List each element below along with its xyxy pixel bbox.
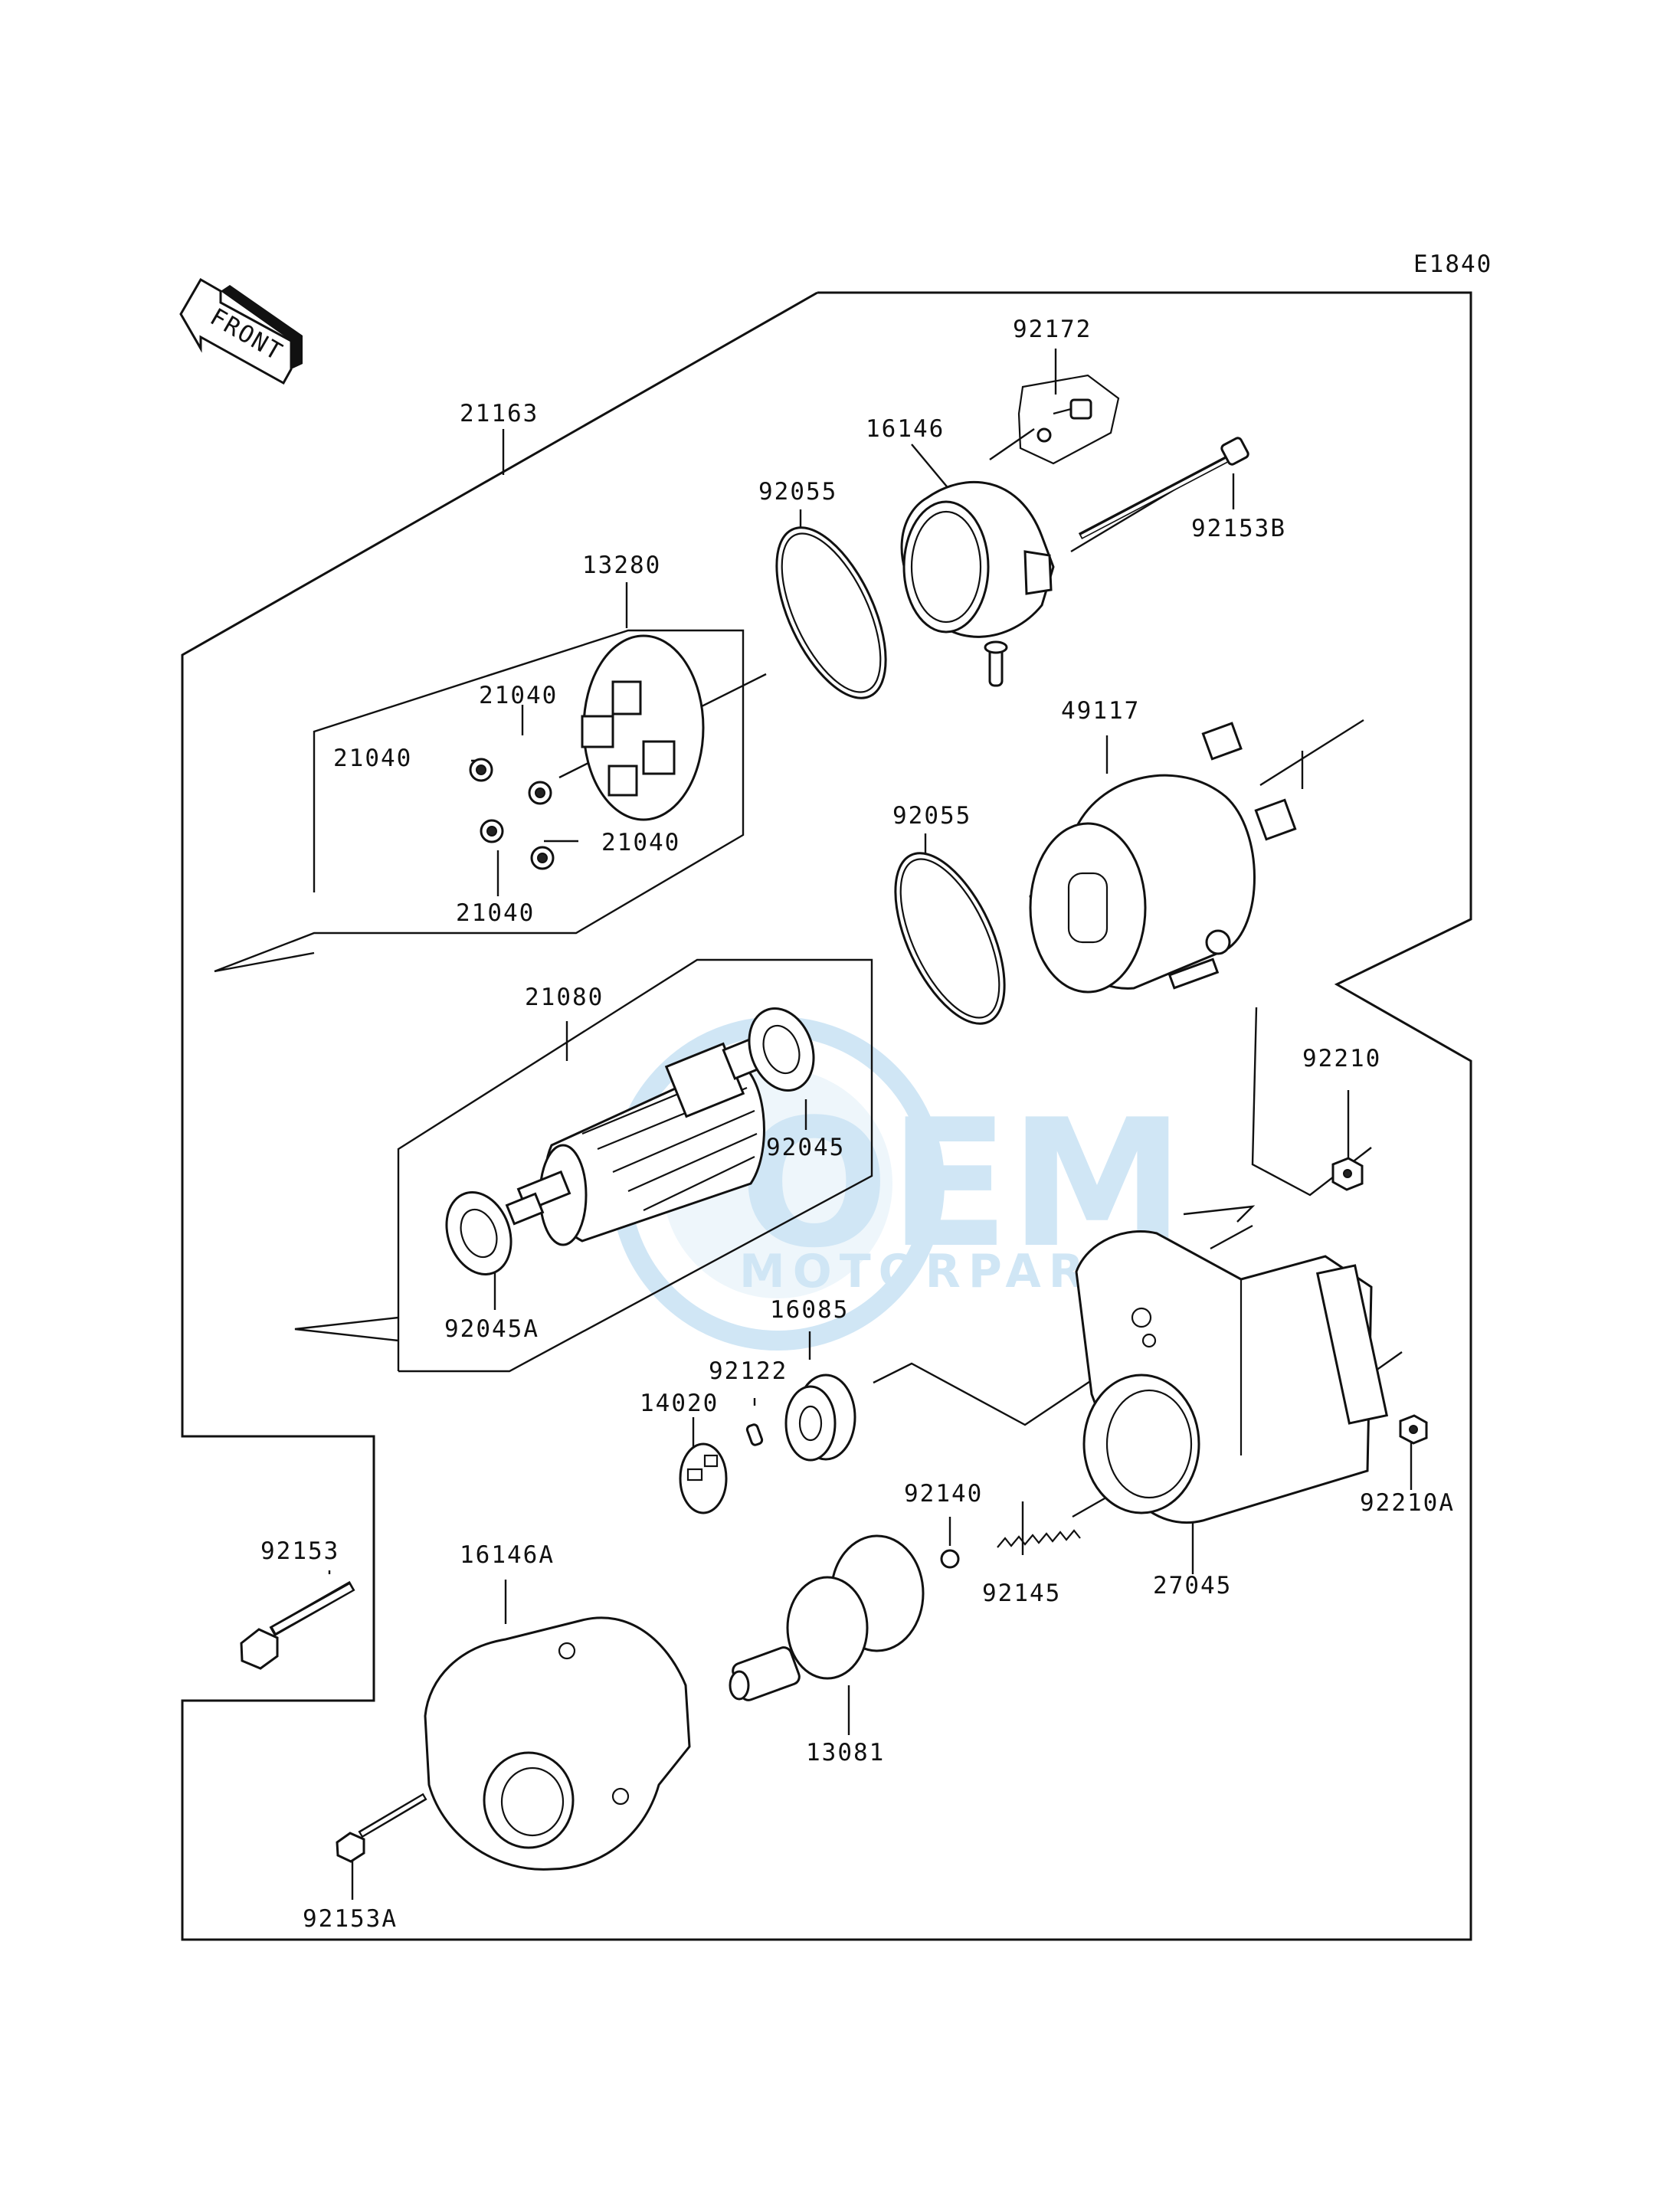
- o-ring-92055-lower-icon: [894, 852, 1006, 1025]
- label-92210a: 92210A: [1360, 1489, 1455, 1517]
- label-92045: 92045: [766, 1134, 845, 1161]
- label-92172: 92172: [1013, 316, 1092, 343]
- spring-92145-icon: [997, 1529, 1081, 1548]
- bolt-92153-icon: [240, 1580, 355, 1670]
- brush-holder-13280-icon: [581, 634, 705, 821]
- armature-frame: [397, 958, 873, 1373]
- label-92055-upper: 92055: [758, 478, 837, 506]
- label-92055-lower: 92055: [892, 802, 971, 830]
- assembly-frame: [181, 291, 1472, 1941]
- yoke-49117-icon: [1029, 722, 1297, 994]
- label-92153: 92153: [260, 1537, 339, 1565]
- front-cover-16146a-icon: [424, 1616, 691, 1871]
- nut-92210-icon: [1331, 1157, 1364, 1191]
- bolt-92153a-icon: [336, 1793, 427, 1863]
- label-21040-right: 21040: [601, 829, 680, 856]
- label-92153a: 92153A: [303, 1905, 398, 1933]
- label-92153b: 92153B: [1191, 515, 1286, 542]
- label-16146a: 16146A: [460, 1541, 555, 1569]
- label-21040-left: 21040: [333, 745, 412, 772]
- end-cover-16146-icon: [900, 480, 1055, 687]
- label-13280: 13280: [582, 552, 661, 579]
- label-14020: 14020: [640, 1390, 719, 1417]
- diagram-code: E1840: [1413, 250, 1492, 278]
- housing-27045-icon: [1075, 1229, 1389, 1524]
- o-ring-92055-upper-icon: [775, 526, 887, 699]
- label-92145: 92145: [982, 1580, 1061, 1607]
- screw-92172-icon: [1017, 374, 1120, 465]
- nut-92210a-icon: [1399, 1414, 1428, 1445]
- front-arrow-icon: FRONT: [179, 277, 303, 385]
- label-21040-top: 21040: [479, 682, 558, 709]
- armature-21080-icon: [505, 1034, 772, 1246]
- bearing-92045-icon: [748, 1007, 815, 1092]
- label-92210: 92210: [1302, 1045, 1381, 1072]
- label-16085: 16085: [770, 1296, 849, 1324]
- brush-holder-frame: [214, 629, 745, 973]
- label-16146: 16146: [866, 415, 945, 443]
- brush-spring-21040-icon: [469, 758, 555, 870]
- through-bolt-92153b-icon: [1078, 437, 1249, 539]
- label-92045a: 92045A: [444, 1315, 539, 1343]
- gear-16085-icon: [784, 1374, 856, 1462]
- label-21040-bottom: 21040: [456, 899, 535, 927]
- bearing-92045a-icon: [445, 1191, 513, 1275]
- pin-92122-icon: [745, 1423, 764, 1446]
- clutch-13081-icon: [729, 1534, 925, 1701]
- label-21163: 21163: [460, 400, 539, 427]
- label-92140: 92140: [904, 1480, 983, 1508]
- label-92122: 92122: [709, 1357, 788, 1385]
- label-27045: 27045: [1153, 1572, 1232, 1599]
- retainer-14020-icon: [679, 1442, 728, 1514]
- label-49117: 49117: [1061, 697, 1140, 725]
- label-21080: 21080: [525, 984, 604, 1011]
- label-13081: 13081: [806, 1739, 885, 1766]
- ball-92140-icon: [940, 1549, 960, 1569]
